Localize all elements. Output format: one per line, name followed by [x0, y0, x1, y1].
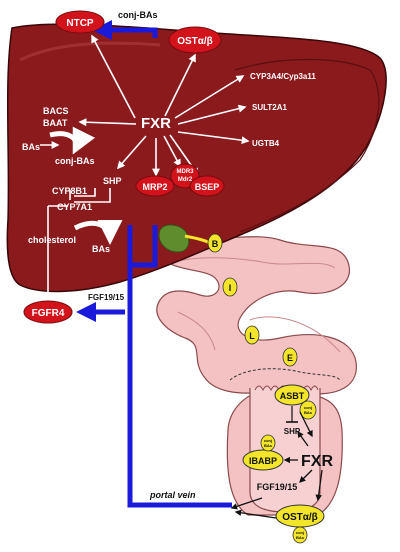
arrow-sult2a1: [177, 104, 247, 125]
cyp7a1-label: CYP7A1: [57, 202, 92, 212]
mdr3-label: MDR3: [176, 169, 194, 175]
cholesterol-label: cholesterol: [28, 235, 76, 245]
fgfr4-receptor: FGFR4: [23, 300, 73, 324]
shp-inhibition: [47, 188, 111, 300]
intestine-fold: [249, 316, 341, 353]
asbt-transporter: ASBT: [274, 384, 310, 406]
arrow-cyp3a4: [174, 75, 245, 119]
conj-bas-to-ntcp-arrow: [92, 20, 158, 40]
ost-gut-conj-label: conj: [296, 530, 304, 535]
ibabp-conj-bas-drop: conj BAs: [260, 434, 276, 452]
fxr-to-fgf19-arrow: [299, 469, 313, 483]
cyp3a4-label: CYP3A4/Cyp3a11: [250, 72, 316, 81]
fxr-liver-label: FXR: [141, 115, 171, 132]
mrp2-label: MRP2: [142, 182, 167, 192]
ost-gut-label: OSTα/β: [282, 512, 318, 523]
bas-left-label: BAs: [22, 142, 40, 152]
badge-e: E: [282, 347, 298, 367]
ost-gut-bas-label: BAs: [296, 535, 305, 540]
ibabp-conj-label: conj: [264, 438, 272, 443]
fgf19-liver-label: FGF19/15: [88, 293, 125, 302]
badge-i-label: I: [229, 283, 232, 293]
ibabp-label: IBABP: [249, 456, 277, 466]
ost-gut-conj-bas-drop: conj BAs: [292, 526, 308, 544]
portal-vein-lines: [76, 20, 232, 508]
fxr-target-arrows: [78, 34, 250, 177]
fgfr4-label: FGFR4: [32, 308, 65, 319]
mdr2-label: Mdr2: [178, 177, 193, 183]
bas-bottom-label: BAs: [92, 244, 110, 254]
bsep-label: BSEP: [195, 182, 220, 192]
asbt-to-fxr-arrow: [299, 411, 313, 438]
arrow-ugtb4: [177, 131, 250, 145]
ntcp-transporter: NTCP: [55, 10, 105, 34]
ntcp-label: NTCP: [66, 18, 94, 29]
shp-gut-label: SHP: [284, 427, 301, 436]
bsep-transporter: BSEP: [189, 175, 225, 197]
lumen-boundary: [229, 368, 341, 381]
sult2a1-label: SULT2A1: [252, 103, 288, 112]
ost-liver-transporter: OSTα/β: [168, 26, 222, 54]
asbt-label: ASBT: [280, 391, 305, 401]
bas-to-conj-arrow: [49, 126, 96, 155]
ibabp-protein: IBABP: [242, 449, 284, 471]
cyp8b1-label: CYP8B1: [52, 186, 87, 196]
liver-lobe-line: [234, 58, 380, 233]
shp-inhibit-line-2: [74, 188, 96, 197]
ost-gut-transporter: OSTα/β: [275, 504, 325, 528]
mrp2-transporter: MRP2: [135, 175, 175, 197]
asbt-bas-label: BAs: [304, 410, 313, 415]
portal-vein-label: portal vein: [149, 490, 196, 500]
arrow-ost: [164, 53, 196, 117]
fxr-gut-label: FXR: [301, 453, 333, 470]
badge-b: B: [207, 233, 223, 253]
portal-vein-branch: [130, 225, 158, 268]
baat-label: BAAT: [43, 118, 68, 128]
fgf19-to-portal-arrow: [230, 497, 263, 510]
intestine-fold: [174, 257, 336, 269]
ugtb4-label: UGTB4: [252, 139, 280, 148]
badge-l-label: L: [249, 331, 255, 341]
fxr-to-shp-arrow: [297, 430, 309, 447]
gallbladder: [158, 224, 190, 253]
shp-inhibit-line: [74, 188, 111, 203]
asbt-conj-label: conj: [304, 405, 312, 410]
conj-bas-mid-label: conj-BAs: [55, 156, 95, 166]
ost-liver-label: OSTα/β: [177, 36, 213, 47]
badge-e-label: E: [287, 353, 293, 363]
portal-vein-trunk: [127, 225, 232, 508]
intestine-fold: [177, 311, 216, 351]
badge-i: I: [222, 277, 238, 297]
fxr-to-ost-arrow: [315, 469, 323, 502]
arrow-bacs: [78, 118, 137, 127]
badge-l: L: [244, 325, 260, 345]
conj-bas-top-label: conj-BAs: [118, 10, 158, 20]
ost-to-portal-arrow: [234, 509, 277, 519]
cholesterol-to-bas-arrow: [73, 219, 123, 245]
arrow-mdr3: [163, 135, 181, 168]
fgf19-gut-label: FGF19/15: [257, 482, 298, 492]
liver-highlight: [19, 41, 161, 62]
badge-b-label: B: [212, 239, 219, 249]
intestine: [156, 232, 357, 516]
arrow-shp: [116, 135, 147, 170]
arrow-ntcp: [91, 34, 136, 119]
bacs-label: BACS: [43, 106, 69, 116]
shp-liver-label: SHP: [103, 176, 122, 186]
asbt-conj-bas-drop: conj BAs: [299, 400, 317, 420]
ibabp-bas-label: BAs: [264, 443, 273, 448]
